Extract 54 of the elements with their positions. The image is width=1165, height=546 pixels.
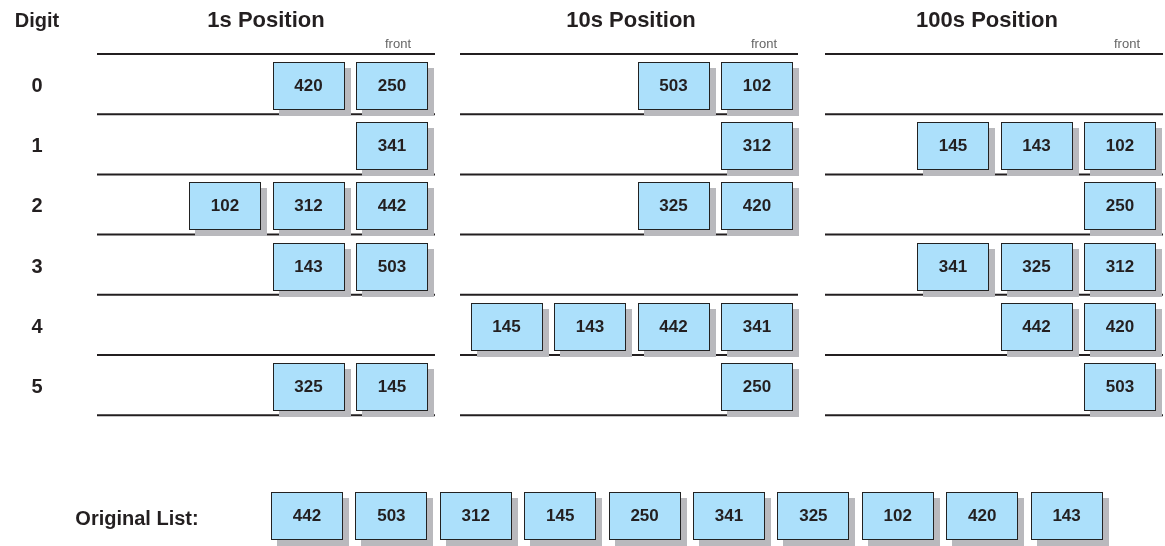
card-number: 143 — [294, 256, 323, 277]
digit-label: 2 — [31, 193, 43, 217]
card-number: 442 — [1022, 316, 1051, 337]
card-number: 102 — [883, 506, 912, 526]
card-number: 250 — [377, 76, 407, 96]
front-label: front — [385, 35, 411, 51]
digit-label: 4 — [31, 314, 43, 338]
card-number: 420 — [742, 196, 772, 217]
column-heading: 100s Position — [916, 7, 1058, 33]
card-number: 325 — [799, 506, 828, 526]
card-number: 442 — [292, 506, 322, 526]
card-number: 102 — [1105, 136, 1135, 157]
card-number: 143 — [575, 316, 605, 337]
digit-label: 1 — [31, 133, 43, 157]
digit-label: 3 — [31, 254, 43, 278]
card-number: 503 — [1105, 377, 1135, 397]
card-number: 442 — [377, 196, 407, 217]
card-number: 503 — [377, 506, 406, 526]
digit-label: 5 — [31, 374, 43, 398]
card-number: 312 — [461, 506, 490, 526]
card-number: 145 — [492, 316, 521, 337]
digit-label: 0 — [31, 73, 43, 97]
card-number: 312 — [294, 196, 323, 217]
card-number: 250 — [630, 506, 659, 526]
card-number: 442 — [659, 316, 688, 337]
card-number: 341 — [377, 136, 407, 157]
card-number: 325 — [294, 377, 323, 397]
column-heading: Digit — [14, 8, 60, 32]
card-number: 250 — [1105, 196, 1135, 217]
card-number: 325 — [1022, 256, 1051, 277]
front-label: front — [751, 35, 777, 51]
column-heading: 1s Position — [207, 7, 325, 33]
card-number: 503 — [659, 76, 688, 96]
card-number: 341 — [742, 316, 772, 337]
card-number: 420 — [968, 506, 997, 526]
card-number: 102 — [210, 196, 240, 217]
card-number: 145 — [546, 506, 575, 526]
card-number: 503 — [377, 256, 407, 277]
card-number: 250 — [742, 377, 772, 397]
card-number: 145 — [377, 377, 407, 397]
card-number: 143 — [1022, 136, 1051, 157]
card-number: 102 — [742, 76, 772, 96]
list-label: Original List: — [75, 506, 199, 530]
front-label: front — [1114, 35, 1140, 51]
card-number: 145 — [938, 136, 968, 157]
column-heading: 10s Position — [566, 7, 696, 33]
card-number: 312 — [742, 136, 772, 157]
card-number: 341 — [714, 506, 744, 526]
card-number: 420 — [294, 76, 323, 96]
card-number: 312 — [1105, 256, 1135, 277]
card-number: 420 — [1105, 316, 1135, 337]
card-number: 325 — [659, 196, 688, 217]
card-number: 341 — [938, 256, 968, 277]
card-number: 143 — [1052, 506, 1081, 526]
